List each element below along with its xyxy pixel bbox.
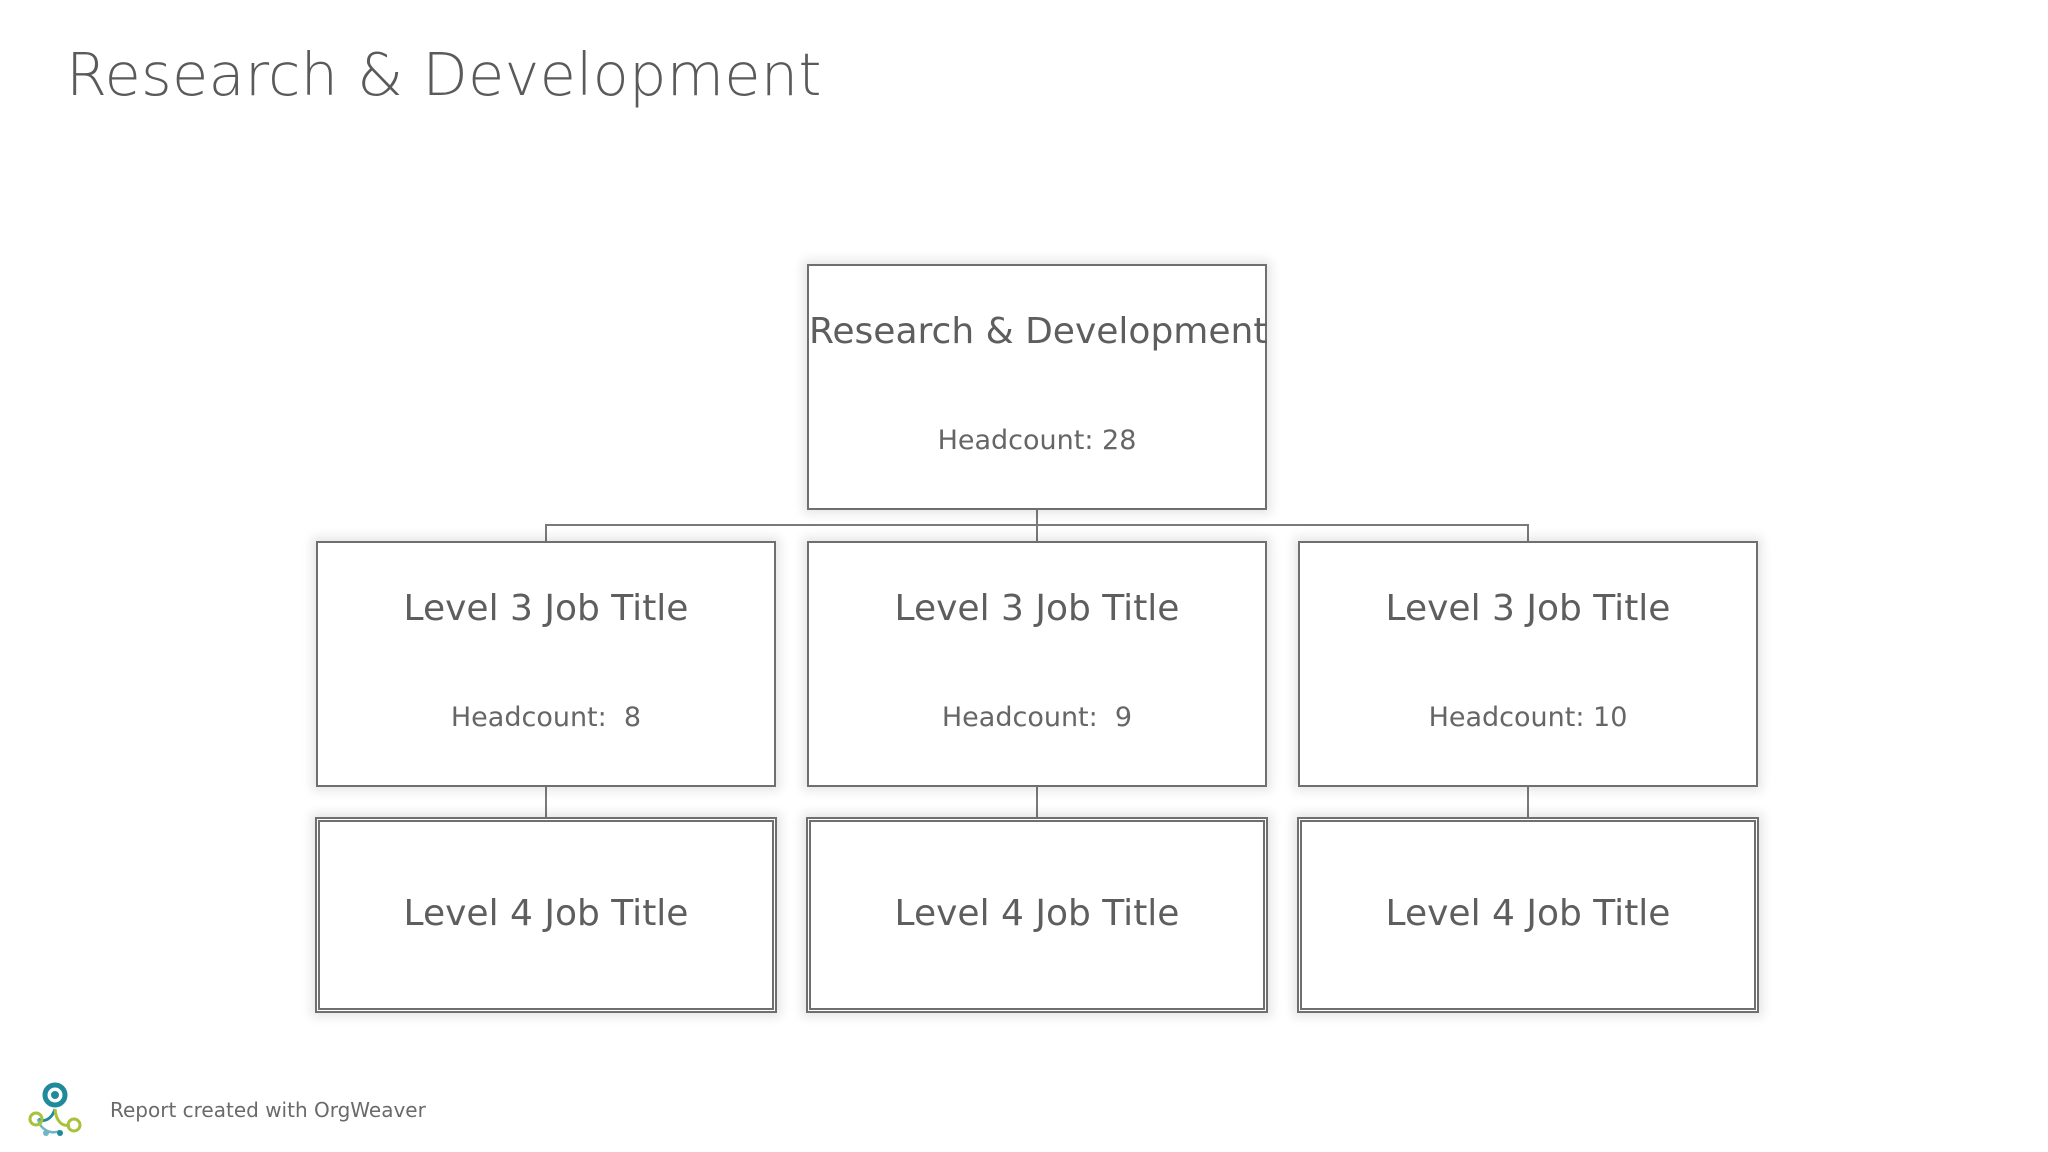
headcount-label: Headcount:	[937, 425, 1094, 456]
headcount-value: 10	[1593, 702, 1628, 733]
org-node-level3[interactable]: Level 3 Job Title Headcount: 9	[807, 541, 1267, 787]
left-branch-connector	[545, 524, 547, 541]
org-node-level4[interactable]: Level 4 Job Title	[1297, 817, 1759, 1013]
center-l4-connector	[1036, 787, 1038, 817]
headcount-value: 8	[623, 702, 642, 733]
right-l4-connector	[1527, 787, 1529, 817]
org-node-level3[interactable]: Level 3 Job Title Headcount: 8	[316, 541, 776, 787]
headcount-label: Headcount:	[941, 702, 1098, 733]
org-node-title: Level 3 Job Title	[1385, 588, 1671, 629]
org-node-title: Level 3 Job Title	[894, 588, 1180, 629]
org-node-headcount: Headcount: 10	[1300, 702, 1756, 733]
headcount-value: 28	[1102, 425, 1137, 456]
root-drop-connector	[1036, 510, 1038, 525]
org-node-headcount: Headcount: 8	[318, 702, 774, 733]
headcount-label: Headcount:	[1428, 702, 1585, 733]
org-node-title: Level 4 Job Title	[403, 893, 689, 934]
org-node-level4[interactable]: Level 4 Job Title	[806, 817, 1268, 1013]
org-node-title: Level 4 Job Title	[1385, 893, 1671, 934]
left-l4-connector	[545, 787, 547, 817]
headcount-value: 9	[1114, 702, 1133, 733]
org-node-title: Level 4 Job Title	[894, 893, 1180, 934]
headcount-label: Headcount:	[450, 702, 607, 733]
footer-credit: Report created with OrgWeaver	[110, 1098, 426, 1122]
org-node-level3[interactable]: Level 3 Job Title Headcount: 10	[1298, 541, 1758, 787]
center-branch-connector	[1036, 524, 1038, 541]
org-node-title: Research & Development	[809, 311, 1268, 352]
org-node-level4[interactable]: Level 4 Job Title	[315, 817, 777, 1013]
org-node-title: Level 3 Job Title	[403, 588, 689, 629]
org-node-headcount: Headcount: 9	[809, 702, 1265, 733]
org-node-headcount: Headcount: 28	[809, 425, 1265, 456]
right-branch-connector	[1527, 524, 1529, 541]
org-node-root[interactable]: Research & Development Headcount: 28	[807, 264, 1267, 510]
page-title: Research & Development	[66, 40, 822, 109]
orgweaver-logo-icon	[28, 1082, 82, 1136]
